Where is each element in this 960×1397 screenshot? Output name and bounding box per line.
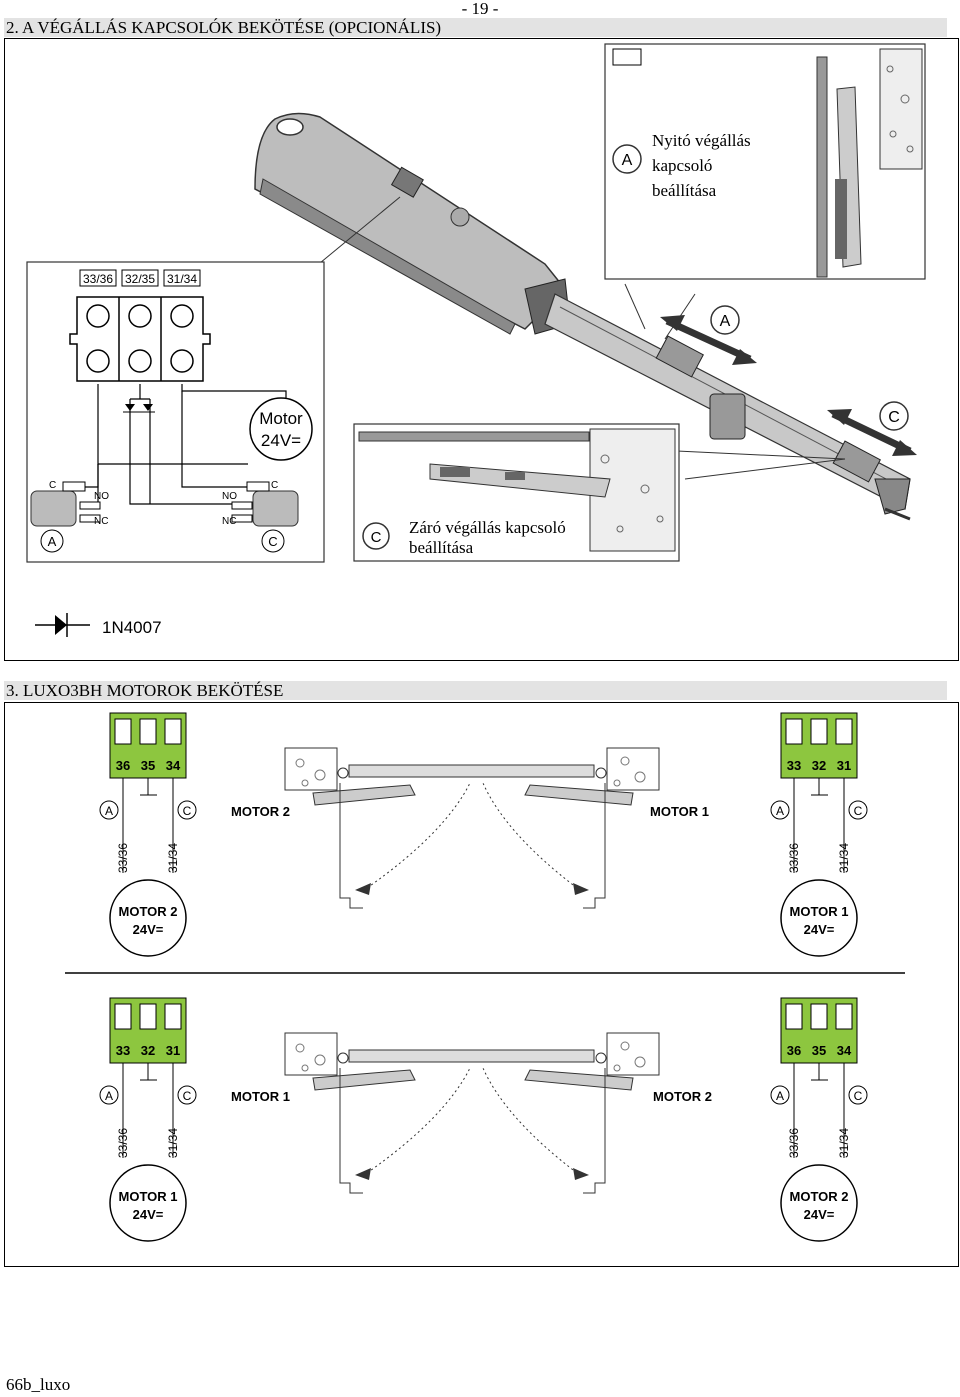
d1-r-wire-right: 31/34	[837, 843, 851, 873]
d1-l-circle-2: 24V=	[133, 922, 164, 937]
open-limit-drawing	[816, 48, 923, 278]
d1-lt-2: 35	[141, 758, 155, 773]
motor-voltage: 24V=	[261, 431, 301, 450]
d2-r-circle-1: MOTOR 2	[790, 1189, 849, 1204]
open-marker-circle	[612, 144, 642, 174]
switch-a: C NO NC A	[30, 480, 109, 553]
d2-rt-2: 35	[812, 1043, 826, 1058]
d1-lt-1: 36	[116, 758, 130, 773]
d1-r-circle-1: MOTOR 1	[790, 904, 849, 919]
motor-label: Motor	[259, 409, 303, 428]
d1-l-wire-left: 33/36	[116, 843, 130, 873]
section-3-title: 3. LUXO3BH MOTOROK BEKÖTÉSE	[4, 681, 947, 700]
terminal-label-3: 31/34	[167, 272, 197, 286]
marker-c-circle	[879, 401, 909, 431]
diode-label: 1N4007	[102, 618, 162, 637]
arrow-c	[827, 409, 917, 456]
terminal-label-2: 32/35	[125, 272, 155, 286]
close-caption-1: Záró végállás kapcsoló	[409, 518, 566, 537]
d2-l-circle-2: 24V=	[133, 1207, 164, 1222]
close-caption-2: beállítása	[409, 538, 474, 557]
diode-pair	[123, 404, 155, 413]
d2-r-c: C	[854, 1089, 863, 1103]
switch-c: C NO NC C	[222, 480, 299, 553]
section-3-frame: MOTOR 2 MOTOR 1 36 35 34 A C 33/36 31/34…	[4, 702, 959, 1267]
d2-l-c: C	[183, 1089, 192, 1103]
d1-r-c: C	[854, 804, 863, 818]
terminal-labels: 33/36 32/35 31/34	[79, 269, 201, 287]
d1-l-a: A	[105, 804, 113, 818]
d2-r-wire-right: 31/34	[837, 1128, 851, 1158]
d2-lt-3: 31	[166, 1043, 180, 1058]
d1-rt-1: 33	[787, 758, 801, 773]
d1-r-circle-2: 24V=	[804, 922, 835, 937]
d2-r-a: A	[776, 1089, 784, 1103]
d1-l-circle-1: MOTOR 2	[119, 904, 178, 919]
d2-l-wire-right: 31/34	[166, 1128, 180, 1158]
switch-c-c: C	[271, 480, 278, 491]
limit-switch-diagram: A C 33/36 32/35 31/34 Motor 24V=	[26, 43, 926, 637]
open-caption-1: Nyitó végállás	[652, 131, 751, 150]
d1-left-motor-label: MOTOR 2	[231, 804, 290, 819]
d1-right-motor-label: MOTOR 1	[650, 804, 709, 819]
close-marker-label: C	[371, 529, 382, 546]
inset-tag	[612, 48, 642, 66]
d1-lt-3: 34	[166, 758, 181, 773]
d2-r-wire-left: 33/36	[787, 1128, 801, 1158]
switch-a-no: NO	[94, 491, 109, 502]
d2-l-wire-left: 33/36	[116, 1128, 130, 1158]
switch-a-c: C	[49, 480, 56, 491]
open-caption-2: kapcsoló	[652, 156, 712, 175]
section-2-title: 2. A VÉGÁLLÁS KAPCSOLÓK BEKÖTÉSE (OPCION…	[4, 18, 947, 37]
d2-rt-1: 36	[787, 1043, 801, 1058]
open-limit-inset	[604, 43, 926, 280]
d2-lt-2: 32	[141, 1043, 155, 1058]
switch-a-marker: A	[48, 534, 57, 549]
d1-r-a: A	[776, 804, 784, 818]
switch-c-nc: NC	[222, 516, 236, 527]
diode-legend: 1N4007	[35, 613, 162, 637]
d1-l-c: C	[183, 804, 192, 818]
switch-c-marker: C	[268, 534, 277, 549]
terminal-label-1: 33/36	[83, 272, 113, 286]
d2-l-a: A	[105, 1089, 113, 1103]
page-number: - 19 -	[461, 0, 499, 18]
arrow-a	[660, 315, 757, 365]
open-marker-label: A	[622, 152, 633, 169]
motor-wiring-diagram: MOTOR 2 MOTOR 1 36 35 34 A C 33/36 31/34…	[65, 712, 905, 1242]
footer-code: 66b_luxo	[6, 1375, 71, 1394]
switch-c-no: NO	[222, 491, 237, 502]
d1-l-wire-right: 31/34	[166, 843, 180, 873]
terminal-block	[69, 296, 211, 382]
d2-lt-1: 33	[116, 1043, 130, 1058]
switch-a-nc: NC	[94, 516, 108, 527]
d2-right-motor-label: MOTOR 2	[653, 1089, 712, 1104]
section-2-frame: A C 33/36 32/35 31/34 Motor 24V=	[4, 38, 959, 661]
d2-r-circle-2: 24V=	[804, 1207, 835, 1222]
marker-a-circle	[710, 305, 740, 335]
marker-a-label: A	[720, 313, 731, 330]
d1-rt-2: 32	[812, 758, 826, 773]
open-caption-3: beállítása	[652, 181, 717, 200]
close-limit-drawing	[358, 428, 676, 552]
close-marker-circle	[362, 522, 390, 550]
d2-left-motor-label: MOTOR 1	[231, 1089, 290, 1104]
d1-rt-3: 31	[837, 758, 851, 773]
wiring-diagram-2: MOTOR 1 MOTOR 2 33 32 31 A C 33/36 31/34…	[99, 997, 868, 1242]
d2-rt-3: 34	[837, 1043, 852, 1058]
d2-l-circle-1: MOTOR 1	[119, 1189, 178, 1204]
motor-circle	[249, 397, 313, 461]
marker-c-label: C	[888, 409, 900, 426]
wiring-diagram-1: MOTOR 2 MOTOR 1 36 35 34 A C 33/36 31/34…	[99, 712, 868, 957]
actuator-drawing	[254, 112, 911, 521]
d1-r-wire-left: 33/36	[787, 843, 801, 873]
